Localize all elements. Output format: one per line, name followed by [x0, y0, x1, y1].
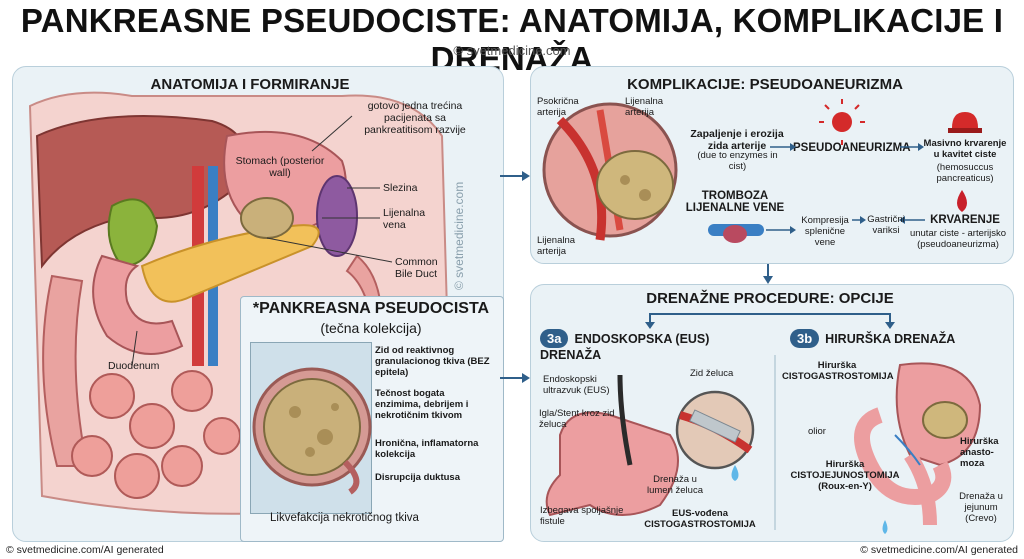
- compression-label: Kompresija splenične vene: [801, 215, 849, 248]
- pseudocyst-label-fluid: Tečnost bogata enzimima, debrijem i nekr…: [375, 388, 469, 421]
- eus-endoscope-label: Endoskopski ultrazvuk (EUS): [543, 374, 610, 396]
- siren-icon: [948, 112, 982, 133]
- bleeding-note: unutar ciste - arterijsko (pseudoaneuriz…: [909, 228, 1007, 250]
- psoc-artery-label: Psokrična arterija: [537, 96, 579, 118]
- pseudocyst-bottom-label: Likvefakcija nekrotičnog tkiva: [270, 512, 419, 524]
- eus-drain-lumen-label: Drenaža u lumen želuca: [647, 474, 703, 496]
- inflammation-en-label: (due to enzymes in cist): [697, 150, 778, 172]
- splenic-artery-bottom-label: Lijenalna arterija: [537, 235, 576, 257]
- surgical-drain-jejunum-label: Drenaža u jejunum (Crevo): [959, 491, 1003, 524]
- surgical-anastomosis-label: Hirurška anasto-moza: [960, 436, 999, 469]
- pseudocyst-title: *PANKREASNA PSEUDOCISTA: [252, 300, 490, 317]
- complications-title: KOMPLIKACIJE: PSEUDOANEURIZMA: [627, 76, 903, 93]
- eus-avoid-label: Izbegava spoljašnje fistule: [540, 505, 624, 527]
- pseudocyst-illustration: [252, 367, 372, 495]
- stomach-label: Stomach (posterior wall): [235, 155, 325, 179]
- duodenum-label: Duodenum: [108, 360, 160, 372]
- surgical-cystogastro-label: Hirurška CISTOGASTROSTOMIJA: [782, 360, 894, 382]
- surgical-illustration: [854, 362, 982, 534]
- pseudocyst-label-wall: Zid od reaktivnog granulacionog tkiva (B…: [375, 345, 490, 378]
- footer-right: © svetmedicine.com/AI generated: [860, 544, 1018, 556]
- page-subtitle: © svetmedicine.com: [453, 43, 571, 58]
- duodenum: [92, 254, 184, 355]
- thrombosed-vein: [708, 224, 764, 243]
- eus-stomach-wall-label: Zid želuca: [690, 368, 734, 379]
- surgical-tag: 3b: [790, 329, 820, 348]
- splenic-artery-top-label: Lijenalna arterija: [625, 96, 664, 118]
- page-title: PANKREASNE PSEUDOCISTE: ANATOMIJA, KOMPL…: [20, 2, 1004, 77]
- bile-duct-label: Common Bile Duct: [395, 256, 438, 280]
- eus-illustration: [545, 374, 755, 517]
- gallbladder: [107, 198, 159, 268]
- pseudocyst-label-chronic: Hronična, inflamatorna kolekcija: [375, 438, 479, 460]
- surgical-or-label: olior: [808, 426, 826, 437]
- pseudocyst-label-disruption: Disrupcija duktusa: [375, 472, 460, 483]
- burst-icon: [819, 99, 865, 145]
- bleeding-label: KRVARENJE: [930, 214, 1000, 226]
- footer-left: © svetmedicine.com/AI generated: [6, 544, 164, 556]
- anatomy-note: gotovo jedna trećina pacijenata sa pankr…: [364, 100, 466, 136]
- thrombosis-label: TROMBOZA LIJENALNE VENE: [685, 190, 785, 214]
- hemosuccus-label: (hemosuccus pancreaticus): [936, 162, 994, 184]
- drainage-title: DRENAŽNE PROCEDURE: OPCIJE: [646, 290, 894, 307]
- gastric-varices-label: Gastrični variksi: [867, 214, 905, 236]
- surgical-header: 3b HIRURŠKA DRENAŽA: [790, 329, 1005, 348]
- pseudoaneurysm-illustration: [542, 102, 678, 241]
- eus-tag: 3a: [540, 329, 569, 348]
- inflammation-label: Zapaljenje i erozija zida arterije: [690, 128, 784, 152]
- pseudocyst-subtitle: (tečna kolekcija): [320, 320, 422, 336]
- pseudoaneurysm-label: PSEUDOANEURIZMA: [793, 142, 911, 154]
- eus-stent-label: Igla/Stent kroz zid želuca: [539, 408, 615, 430]
- anatomy-title: ANATOMIJA I FORMIRANJE: [150, 76, 350, 93]
- spleen: [316, 175, 358, 257]
- surgical-cystojejuno-label: Hirurška CISTOJEJUNOSTOMIJA (Roux-en-Y): [790, 459, 900, 492]
- splenic-vein-label: Lijenalna vena: [383, 207, 426, 231]
- massive-bleeding-label: Masivno krvarenje u kavitet ciste: [923, 138, 1007, 160]
- blood-drop-icon: [957, 190, 967, 212]
- eus-title: ENDOSKOPSKA (EUS) DRENAŽA: [540, 332, 710, 362]
- surgical-title: HIRURŠKA DRENAŽA: [825, 332, 956, 346]
- eus-procedure-label: EUS-vođena CISTOGASTROSTOMIJA: [644, 508, 756, 530]
- pancreas: [140, 224, 320, 303]
- spleen-label: Slezina: [383, 182, 418, 194]
